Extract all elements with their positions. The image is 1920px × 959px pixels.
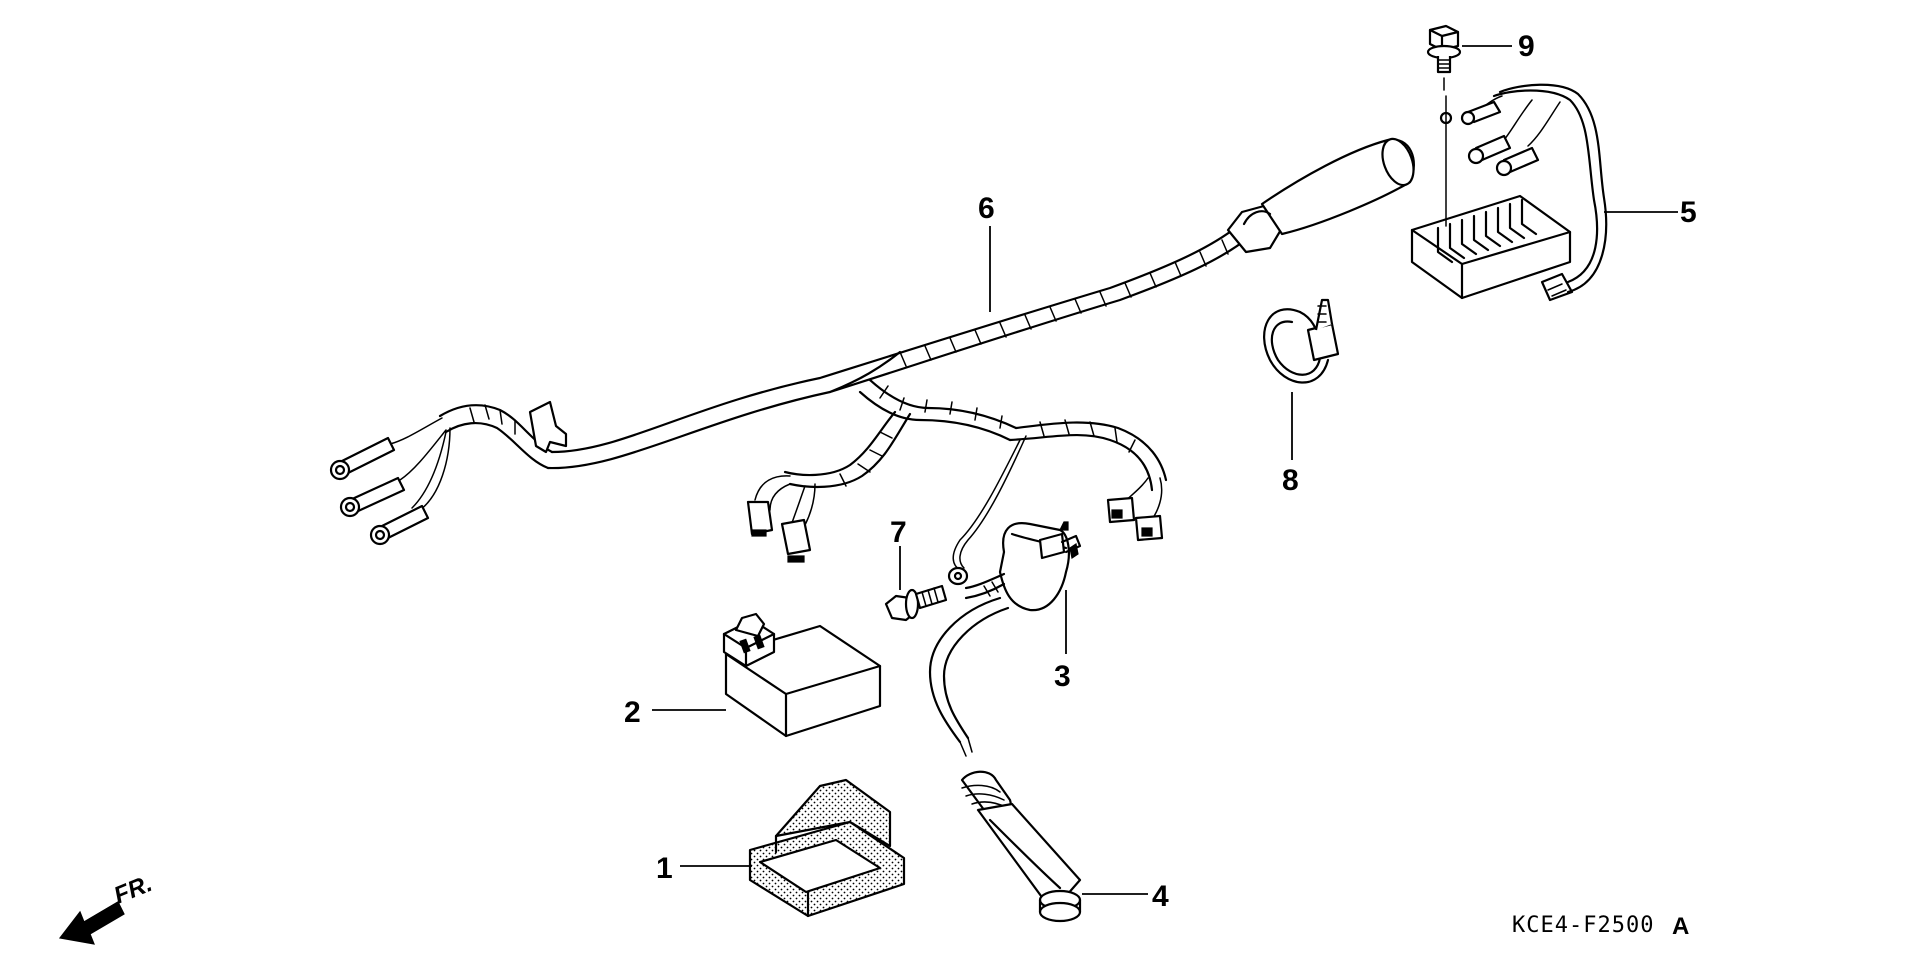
callout-5: 5 xyxy=(1680,196,1697,229)
callout-4: 4 xyxy=(1152,880,1169,913)
callout-1: 1 xyxy=(656,852,673,885)
connector-2pin xyxy=(780,518,812,563)
ignition-coil xyxy=(928,521,1082,757)
flange-bolt xyxy=(1426,24,1462,91)
cable-band xyxy=(1263,298,1340,384)
cdi-unit xyxy=(722,612,882,738)
callout-8: 8 xyxy=(1282,464,1299,497)
callout-3: 3 xyxy=(1054,660,1071,693)
connector-2pin xyxy=(746,500,774,537)
rubber-boot xyxy=(1226,137,1415,254)
callout-7: 7 xyxy=(890,516,907,549)
callout-9: 9 xyxy=(1518,30,1535,63)
wire-harness xyxy=(329,137,1415,586)
connector-2pin xyxy=(1106,496,1136,524)
figure-code: KCE4-F2500 xyxy=(1512,913,1654,938)
bullet-connector xyxy=(329,436,396,481)
figure-code-suffix: A xyxy=(1672,913,1689,940)
regulator-rectifier xyxy=(1410,83,1608,302)
connector-2pin xyxy=(1134,514,1164,542)
front-arrow-icon xyxy=(58,901,125,945)
rubber-cover xyxy=(748,778,906,918)
bullet-connector xyxy=(339,476,406,518)
bolt xyxy=(884,584,948,622)
callout-6: 6 xyxy=(978,192,995,225)
callout-2: 2 xyxy=(624,696,641,729)
front-direction-label: FR. xyxy=(110,870,156,910)
spark-plug-cap xyxy=(960,770,1082,923)
bullet-connector xyxy=(369,504,430,546)
